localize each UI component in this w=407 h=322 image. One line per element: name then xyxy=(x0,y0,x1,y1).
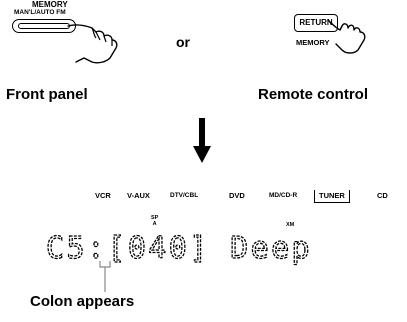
front-panel-illustration: MEMORY MAN'L/AUTO FM xyxy=(0,0,140,120)
speaker-indicator-label: SP xyxy=(151,215,159,221)
front-panel-memory-label: MEMORY xyxy=(32,0,68,9)
input-indicator-row: VCR V-AUX DTV/CBL DVD MD/CD-R TUNER CD xyxy=(0,190,407,206)
colon-pointer-line xyxy=(99,261,111,292)
pointing-hand-icon xyxy=(327,19,366,54)
pointing-hand-icon xyxy=(67,24,118,64)
input-dvd: DVD xyxy=(229,191,245,200)
remote-control-caption: Remote control xyxy=(258,86,369,103)
input-dtv-cbl: DTV/CBL xyxy=(170,192,199,199)
input-tuner-selected: TUNER xyxy=(314,190,350,203)
front-panel-memory-button[interactable] xyxy=(12,19,76,33)
display-text: C5:[040] Deep xyxy=(46,231,312,266)
input-v-aux: V-AUX xyxy=(127,191,150,200)
xm-indicator: XM xyxy=(286,222,295,228)
input-vcr: VCR xyxy=(95,191,111,200)
front-panel-caption: Front panel xyxy=(6,86,88,103)
front-panel-mode-label: MAN'L/AUTO FM xyxy=(14,9,66,16)
or-text: or xyxy=(176,34,190,50)
display-readout: C5:[040] Deep xyxy=(45,230,312,266)
input-cd: CD xyxy=(377,191,388,200)
remote-return-button[interactable]: RETURN xyxy=(294,14,338,32)
colon-caption: Colon appears xyxy=(30,293,135,310)
remote-memory-label: MEMORY xyxy=(296,38,330,47)
speaker-indicator: SP A xyxy=(151,215,158,227)
front-panel-button-inner xyxy=(18,23,70,29)
input-md-cd-r: MD/CD-R xyxy=(269,192,298,199)
down-arrow-icon xyxy=(193,118,211,163)
speaker-indicator-sub: A xyxy=(152,221,157,227)
